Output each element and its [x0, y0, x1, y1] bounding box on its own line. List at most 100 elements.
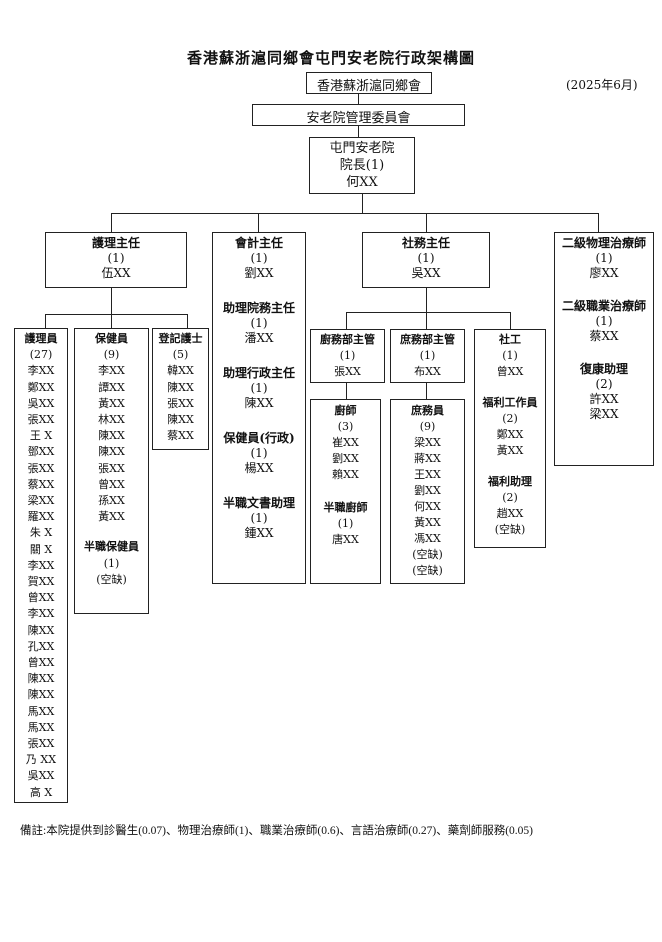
health-workers-count: (9) [103, 348, 120, 362]
social-head-role: 社務主任 [401, 236, 450, 250]
part-time-cook-count: (1) [337, 517, 354, 530]
connector-line [111, 213, 112, 232]
home-name: 屯門安老院 [329, 141, 395, 156]
general-staff-count: (9) [419, 420, 436, 433]
health-workers-role: 保健員 [95, 332, 128, 345]
general-head-count: (1) [419, 349, 436, 362]
admin-count-2: (1) [250, 381, 268, 395]
connector-line [111, 288, 112, 314]
enrolled-nurse-member: 陳XX [167, 413, 194, 427]
admin-count-3: (1) [250, 446, 268, 460]
enrolled-nurses-text: 登記護士 (5) 韓XX 陳XX 張XX 陳XX 蔡XX [152, 331, 209, 444]
social-workers-text: 社工 (1) 曾XX 福利工作員 (2) 鄭XX 黃XX 福利助理 (2) 趙X… [474, 332, 546, 538]
connector-line [346, 312, 347, 329]
general-staff-member: 黃XX [414, 516, 441, 529]
therapy-role-0: 二級物理治療師 [561, 236, 646, 250]
general-head-person: 布XX [414, 365, 441, 378]
connector-line [362, 194, 363, 213]
admin-count-1: (1) [250, 316, 268, 330]
connector-line [111, 314, 112, 328]
kitchen-head-box [310, 329, 385, 383]
connector-line [426, 383, 427, 399]
connector-line [426, 312, 427, 329]
general-staff-box [390, 399, 465, 584]
admin-role-0: 會計主任 [234, 236, 283, 250]
connector-line [187, 314, 188, 328]
part-time-health-status: (空缺) [96, 572, 127, 586]
nurse-member: 羅XX [27, 510, 55, 524]
footnote: 備註:本院提供到診醫生(0.07)、物理治療師(1)、職業治療師(0.6)、言語… [20, 825, 533, 837]
social-head-box [362, 232, 490, 288]
nurse-member: 馬XX [27, 704, 55, 718]
general-staff-role: 庶務員 [411, 404, 444, 417]
home-role: 院長(1) [339, 158, 385, 173]
kitchen-head-count: (1) [339, 349, 356, 362]
kitchen-head-person: 張XX [334, 365, 361, 378]
admin-count-4: (1) [250, 511, 268, 525]
health-workers-text: 保健員 (9) 李XX 譚XX 黃XX 林XX 陳XX 陳XX 張XX 曾XX … [74, 331, 149, 588]
nurse-member: 曾XX [27, 656, 55, 670]
nurse-member: 朱 X [29, 526, 53, 540]
therapy-member-0-0: 廖XX [589, 266, 619, 280]
connector-line [426, 213, 427, 232]
social-head-count: (1) [417, 251, 435, 265]
connector-line [45, 314, 187, 315]
social-worker-role-0: 社工 [499, 333, 521, 346]
social-workers-box [474, 329, 546, 548]
admin-role-2: 助理行政主任 [222, 366, 295, 380]
nursing-head-count: (1) [107, 251, 125, 265]
health-worker-member: 陳XX [98, 445, 125, 459]
therapy-role-1: 二級職業治療師 [561, 299, 646, 313]
enrolled-nurses-count: (5) [172, 348, 189, 362]
connector-line [510, 312, 511, 329]
general-staff-member: 馮XX [414, 532, 441, 545]
connector-line [45, 314, 46, 328]
chart-title: 香港蘇浙滬同鄉會屯門安老院行政架構圖 [186, 49, 475, 67]
nurse-member: 陳XX [27, 688, 55, 702]
nurse-member: 梁XX [27, 494, 55, 508]
connector-line [346, 383, 347, 399]
admin-count-0: (1) [250, 251, 268, 265]
part-time-health-count: (1) [103, 556, 120, 570]
enrolled-nurse-member: 蔡XX [167, 429, 194, 443]
health-worker-member: 譚XX [98, 380, 125, 394]
general-staff-text: 庶務員 (9) 梁XX 蔣XX 王XX 劉XX 何XX 黃XX 馮XX (空缺)… [390, 403, 465, 579]
general-staff-member: 王XX [414, 468, 441, 481]
general-staff-member: 梁XX [414, 436, 441, 449]
general-head-box [390, 329, 465, 383]
social-worker-role-1: 福利工作員 [482, 396, 538, 409]
therapy-role-2: 復康助理 [579, 362, 628, 376]
general-staff-member: (空缺) [412, 548, 443, 561]
nurse-member: 李XX [27, 607, 55, 621]
nurses-count: (27) [29, 348, 53, 362]
part-time-cook-role: 半職廚師 [323, 501, 368, 514]
nurse-member: 陳XX [27, 672, 55, 686]
social-head-text: 社務主任 (1) 吳XX [362, 236, 490, 281]
enrolled-nurse-member: 陳XX [167, 380, 194, 394]
health-worker-member: 林XX [98, 413, 125, 427]
general-staff-member: 何XX [414, 500, 441, 513]
nurse-member: 曾XX [27, 591, 55, 605]
org-box [306, 72, 432, 94]
enrolled-nurse-member: 張XX [167, 396, 194, 410]
therapy-member-1-0: 蔡XX [589, 329, 619, 343]
cook-member: 劉XX [332, 452, 359, 465]
nurse-member: 蔡XX [27, 477, 55, 491]
nurse-member: 吳XX [27, 769, 55, 783]
therapy-member-2-0: 許XX [589, 392, 619, 406]
home-text: 屯門安老院 院長(1) 何XX [309, 140, 415, 191]
nurse-member: 鄧XX [27, 445, 55, 459]
nurse-member: 乃 XX [25, 753, 57, 767]
enrolled-nurses-role: 登記護士 [158, 332, 203, 345]
part-time-cook-person: 唐XX [332, 533, 359, 546]
admin-box [212, 232, 306, 584]
cooks-box [310, 399, 381, 584]
social-worker-role-2: 福利助理 [488, 475, 532, 488]
nursing-head-text: 護理主任 (1) 伍XX [45, 236, 187, 281]
therapy-count-1: (1) [595, 314, 613, 328]
nurse-member: 高 X [29, 785, 53, 799]
health-worker-member: 黃XX [98, 396, 125, 410]
admin-role-1: 助理院務主任 [222, 301, 295, 315]
home-box [309, 137, 415, 194]
